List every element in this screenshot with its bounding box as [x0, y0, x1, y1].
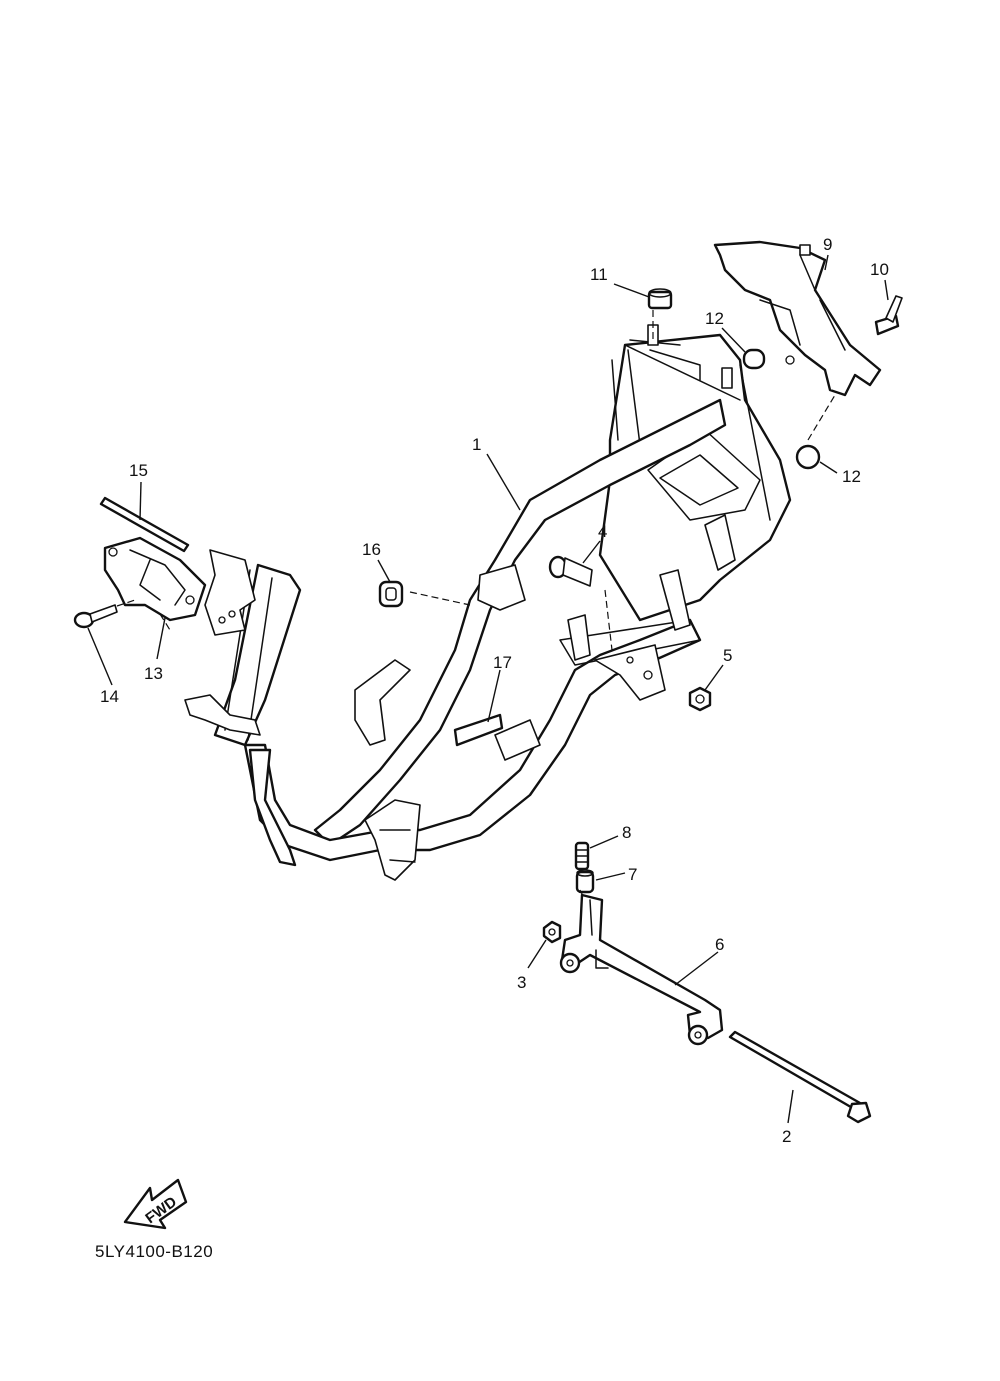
callout-8: 8: [622, 823, 631, 842]
callout-6: 6: [715, 935, 724, 954]
alignment-lines: [116, 310, 836, 899]
callout-7: 7: [628, 865, 637, 884]
rear-bracket: [713, 240, 882, 397]
callout-2: 2: [782, 1127, 791, 1146]
leader-lines: [87, 254, 889, 1124]
callout-4: 4: [598, 522, 607, 541]
bolt-10: [874, 295, 903, 336]
callout-17: 17: [493, 653, 512, 672]
bolt-4: [548, 555, 593, 587]
nut-5: [688, 686, 712, 712]
bracket-13: [103, 536, 207, 622]
callout-12-lower: 12: [842, 467, 861, 486]
callout-1: 1: [472, 435, 481, 454]
grommet-16: [378, 580, 404, 608]
main-frame: [184, 324, 792, 881]
diagram-code: 5LY4100-B120: [95, 1242, 213, 1261]
callout-5: 5: [723, 646, 732, 665]
damper-strip-17: [453, 713, 504, 747]
collar-7: [575, 869, 595, 894]
callout-11: 11: [590, 265, 608, 284]
callout-3: 3: [517, 973, 526, 992]
callout-labels: 1 2 3 4 5 6 7 8 9 10 11 12 12 13 14 15 1…: [100, 235, 889, 1146]
callout-9: 9: [823, 235, 832, 254]
long-bolt-2: [728, 1030, 872, 1124]
damper-12-lower: [795, 444, 821, 470]
part-8: [574, 841, 590, 871]
callout-15: 15: [129, 461, 148, 480]
callout-13: 13: [144, 664, 163, 683]
engine-bracket-6: [559, 893, 724, 1046]
damper-12-upper: [742, 348, 766, 370]
callout-16: 16: [362, 540, 381, 559]
bolt-14: [73, 604, 118, 629]
callout-10: 10: [870, 260, 889, 279]
strip-15: [99, 496, 190, 553]
forward-direction-arrow: FWD: [123, 1178, 188, 1230]
headpipe-bracket: [204, 549, 256, 636]
nut-3: [542, 920, 562, 944]
collar-11: [647, 288, 673, 310]
callout-12-upper: 12: [705, 309, 724, 328]
callout-14: 14: [100, 687, 119, 706]
